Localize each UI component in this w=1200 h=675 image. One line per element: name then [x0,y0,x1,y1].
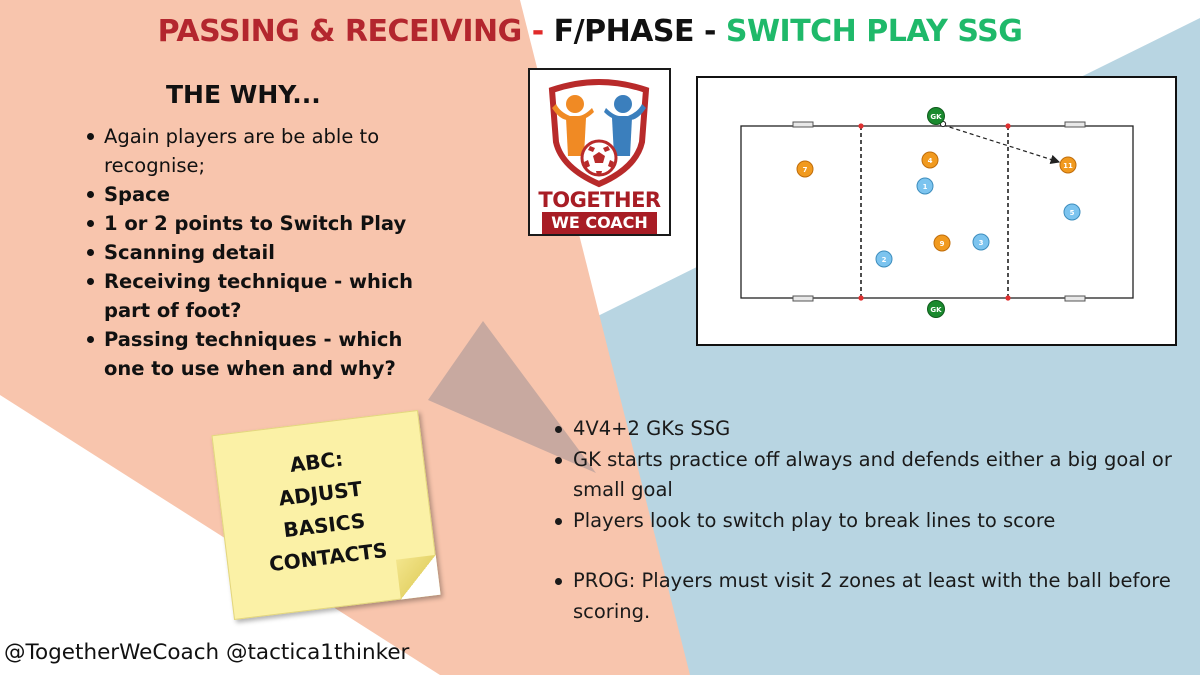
together-we-coach-logo: TOGETHER WE COACH [528,68,671,236]
small-goal [792,121,814,128]
logo-text-we-coach: WE COACH [542,212,657,234]
blue-player: 3 [972,233,990,251]
svg-text:GK: GK [930,113,942,121]
zone-marker [1005,295,1011,301]
title-topic: PASSING & RECEIVING [157,14,523,49]
zone-marker [858,123,864,129]
how-item: GK starts practice off always and defend… [552,445,1172,506]
blue-player: 1 [916,177,934,195]
pitch-diagram: GK GK 7 4 9 11 1 2 [696,76,1177,346]
logo-emblem-icon [548,79,650,188]
orange-player: 9 [933,234,951,252]
blue-player: 2 [875,250,893,268]
pitch-outline [740,125,1134,299]
pass-arrow [942,124,1061,165]
why-item: Scanning detail [84,238,414,267]
svg-text:11: 11 [1063,162,1073,170]
goalkeeper-top: GK [927,107,945,125]
why-heading: THE WHY... [166,80,321,109]
title-session: SWITCH PLAY SSG [725,14,1023,49]
goalkeeper-bottom: GK [927,300,945,318]
why-list: Again players are be able to recognise; … [84,122,414,383]
page-title: PASSING & RECEIVING - F/PHASE - SWITCH P… [0,14,1180,49]
overlap-shade [428,321,596,473]
svg-text:4: 4 [928,157,933,165]
orange-player: 11 [1059,156,1077,174]
svg-text:GK: GK [930,306,942,314]
why-item: Receiving technique - which part of foot… [84,267,414,325]
zone-marker [858,295,864,301]
sticky-note-fold [395,554,441,600]
blue-player: 5 [1063,203,1081,221]
why-item: Passing techniques - which one to use wh… [84,325,414,383]
svg-text:2: 2 [882,256,887,264]
svg-text:3: 3 [979,239,984,247]
how-item: 4V4+2 GKs SSG [552,414,1172,445]
why-item: 1 or 2 points to Switch Play [84,209,414,238]
why-item: Again players are be able to recognise; [84,122,414,180]
zone-marker [1005,123,1011,129]
small-goal [792,295,814,302]
orange-player: 7 [796,160,814,178]
footer-handles: @TogetherWeCoach @tactica1thinker [4,640,410,665]
svg-text:7: 7 [803,166,808,174]
small-goal [1064,295,1086,302]
title-phase: F/PHASE [553,14,695,49]
title-separator: - [694,14,726,49]
how-item: PROG: Players must visit 2 zones at leas… [552,566,1172,627]
how-item: Players look to switch play to break lin… [552,506,1172,537]
title-separator: - [521,14,554,49]
orange-player: 4 [921,151,939,169]
how-list: 4V4+2 GKs SSG GK starts practice off alw… [552,414,1172,627]
logo-text-together: TOGETHER [538,188,661,212]
svg-text:5: 5 [1070,209,1075,217]
why-item: Space [84,180,414,209]
sticky-note: ABC: ADJUST BASICS CONTACTS [211,410,441,620]
svg-text:1: 1 [923,183,928,191]
small-goal [1064,121,1086,128]
svg-text:9: 9 [940,240,945,248]
